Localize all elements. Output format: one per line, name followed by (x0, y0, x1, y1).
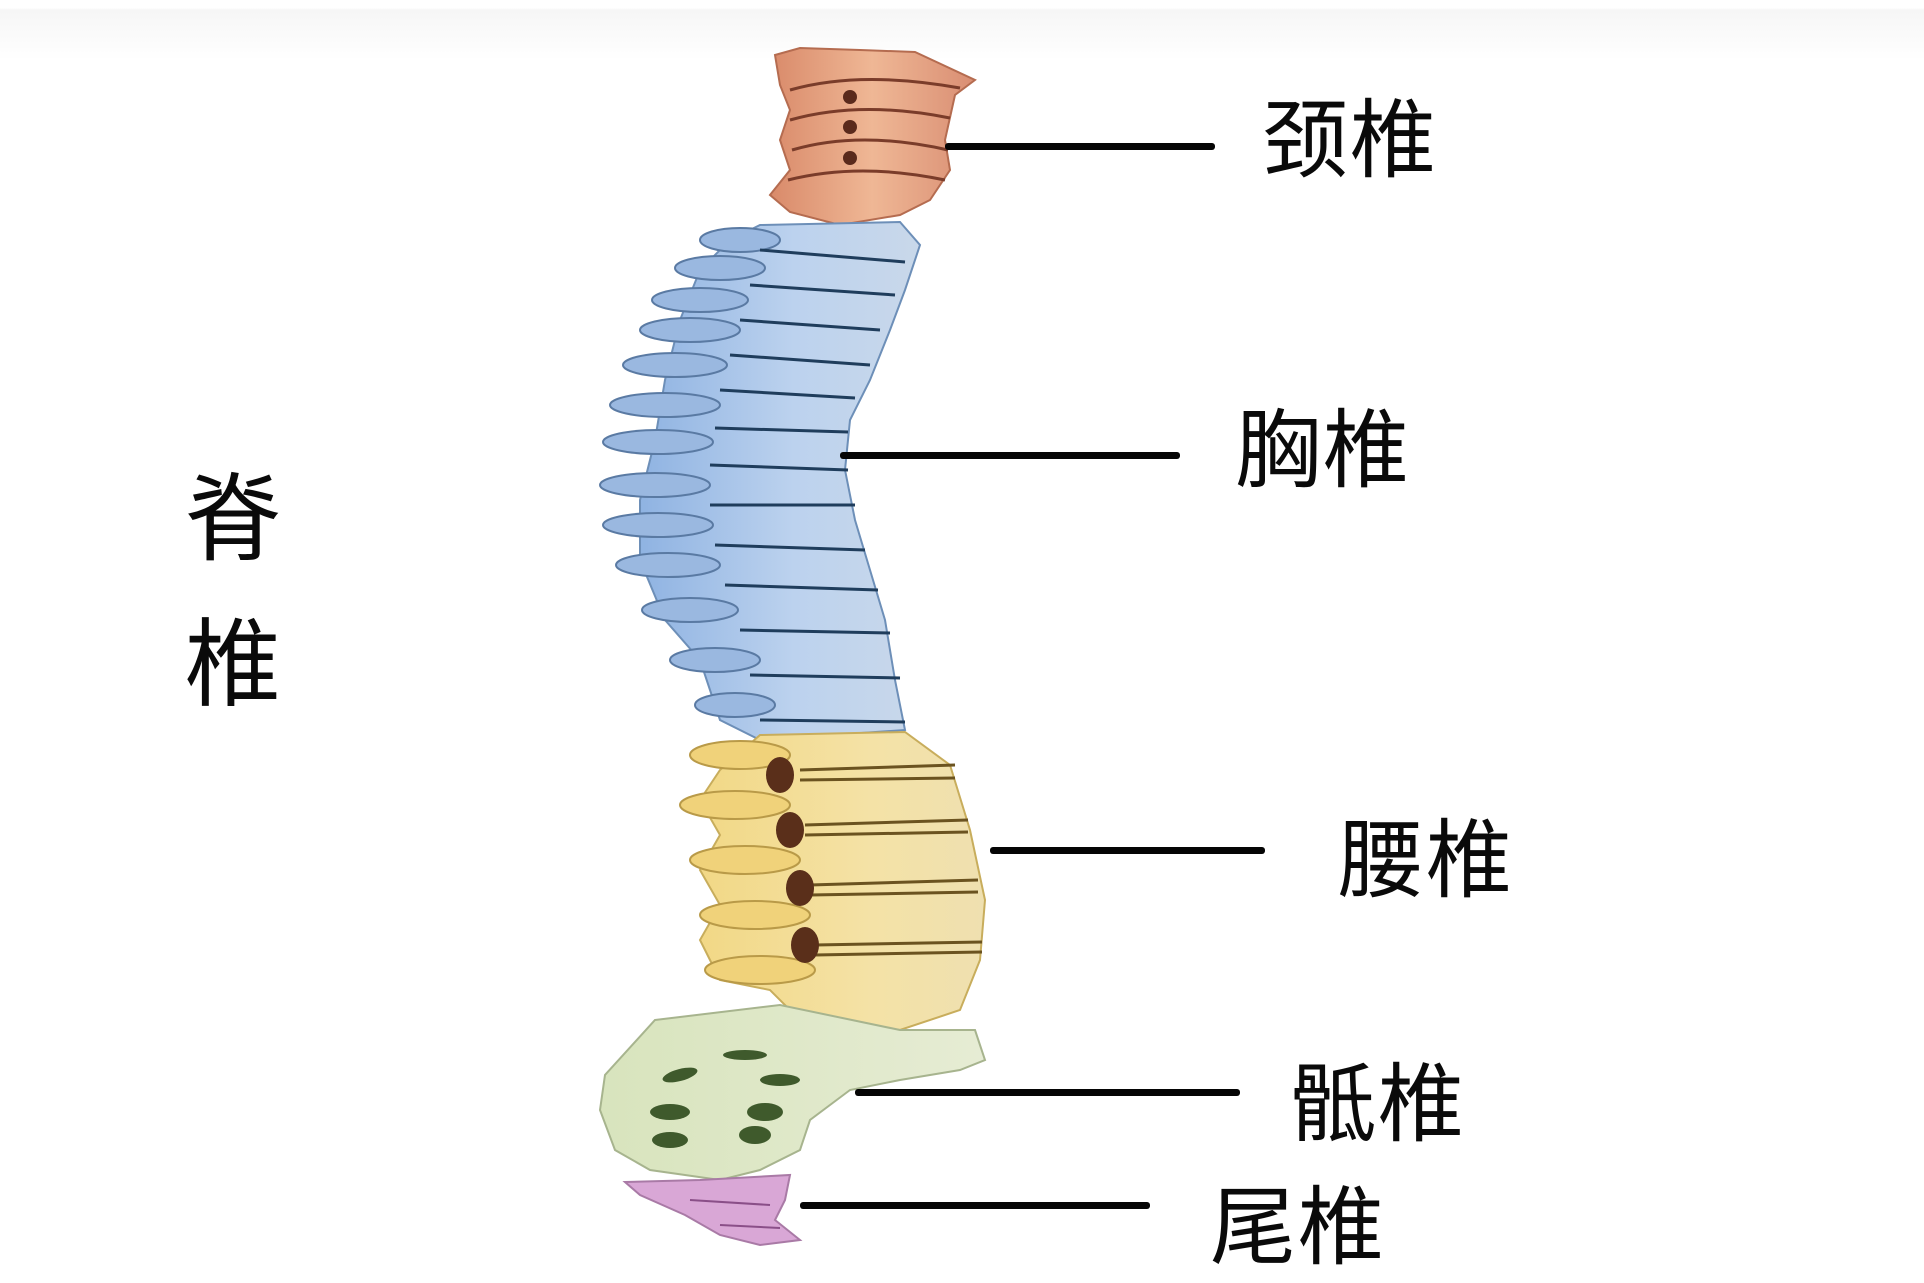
label-cervical: 颈椎 (1262, 91, 1438, 191)
spine-title-char-2: 椎 (185, 609, 281, 721)
label-lumbar: 腰椎 (1338, 811, 1514, 911)
leader-line-lumbar (990, 847, 1265, 854)
label-sacral: 骶椎 (1290, 1055, 1466, 1155)
label-thoracic: 胸椎 (1235, 401, 1411, 501)
leader-line-cervical (945, 143, 1215, 150)
leader-line-coccygeal (800, 1202, 1150, 1209)
label-coccygeal: 尾椎 (1210, 1178, 1386, 1278)
coccyx (622, 1173, 803, 1247)
spine-title-char-1: 脊 (185, 464, 281, 576)
thoracic-vertebrae (599, 220, 922, 742)
leader-line-sacral (855, 1089, 1240, 1096)
leader-line-thoracic (840, 452, 1180, 459)
lumbar-vertebrae (679, 730, 987, 1032)
cervical-vertebrae (768, 46, 977, 227)
spine-title-vertical: 脊 椎 (185, 472, 295, 762)
top-border (0, 0, 1924, 60)
sacrum (598, 1003, 987, 1182)
